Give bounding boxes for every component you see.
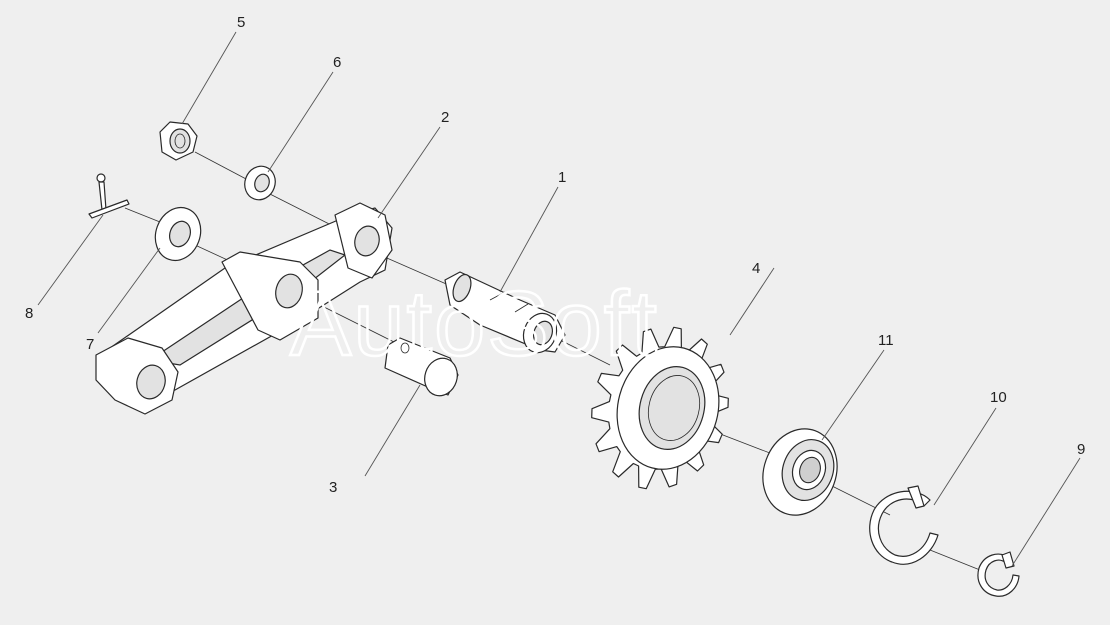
part-10-retaining-ring — [869, 485, 939, 565]
callout-leaders — [37, 31, 1081, 567]
callout-9: 9 — [1077, 441, 1085, 458]
callout-8: 8 — [25, 305, 33, 322]
callout-6: 6 — [333, 54, 341, 71]
callout-4: 4 — [752, 260, 760, 277]
callout-10: 10 — [990, 389, 1007, 406]
part-5-hex-nut — [159, 121, 198, 161]
part-9-small-ring — [977, 551, 1020, 597]
part-3-pin — [384, 337, 459, 397]
part-2-lever-arm — [95, 202, 393, 415]
part-1-shaft — [444, 271, 566, 354]
part-11-bearing — [762, 428, 838, 516]
callout-3: 3 — [329, 479, 337, 496]
part-8-cotter-pin — [88, 173, 130, 219]
callout-1: 1 — [558, 169, 566, 186]
callout-5: 5 — [237, 14, 245, 31]
watermark-text: AutoSoft — [290, 273, 659, 375]
callout-11: 11 — [878, 332, 894, 349]
part-4-sprocket — [591, 326, 729, 490]
callout-numbers: 5 6 2 1 4 11 10 9 3 7 8 — [25, 14, 1085, 496]
callout-2: 2 — [441, 109, 449, 126]
part-7-washer — [154, 206, 202, 262]
part-6-spring-washer — [244, 165, 276, 201]
callout-7: 7 — [86, 336, 94, 353]
